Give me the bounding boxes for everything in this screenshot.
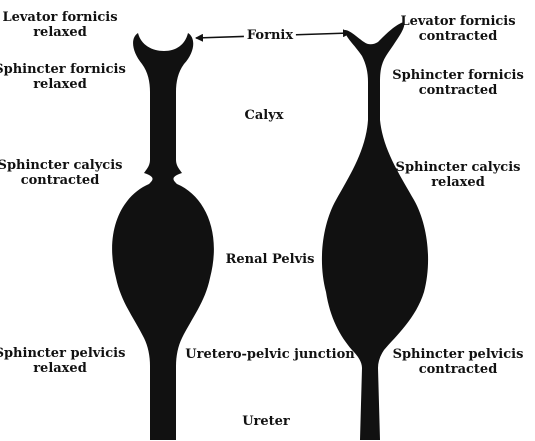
fornix-label: Fornix bbox=[244, 28, 296, 43]
renal-pelvis-label: Renal Pelvis bbox=[226, 252, 315, 267]
ureteropelvic-junction-label: Uretero-pelvic junction bbox=[185, 347, 354, 362]
left-collecting-system bbox=[112, 33, 214, 440]
calyx-label: Calyx bbox=[244, 108, 283, 123]
ureter-label: Ureter bbox=[242, 414, 290, 429]
